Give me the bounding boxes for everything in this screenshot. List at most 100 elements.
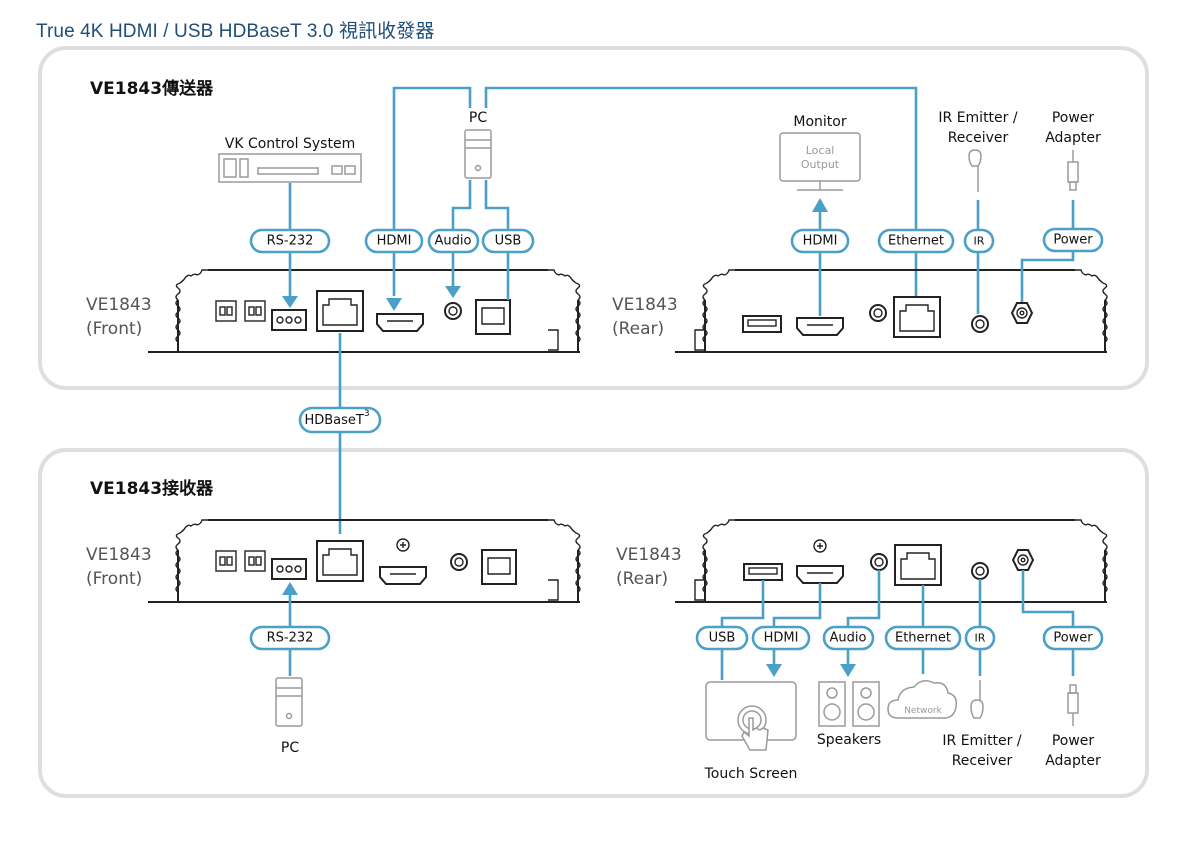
touch-screen-icon — [705, 681, 797, 751]
rx-ir-jack — [971, 562, 989, 580]
rx-power-label-2: Adapter — [1045, 753, 1101, 769]
svg-text:HDBaseT3: HDBaseT3 — [304, 409, 369, 428]
tx-rear-label-model: VE1843 — [612, 295, 678, 315]
dip-switch-1 — [215, 300, 237, 322]
usb-a-port — [742, 315, 782, 333]
tx-ethernet-pill: Ethernet — [877, 228, 955, 254]
screw-icon — [813, 539, 827, 553]
rx-rs232-terminal-port — [271, 558, 307, 580]
tx-hdmi-pill: HDMI — [364, 228, 424, 254]
svg-text:IR: IR — [974, 235, 985, 248]
tx-ir-label-2: Receiver — [948, 130, 1009, 146]
rx-hdmi-port — [379, 566, 427, 585]
tx-front-label-model: VE1843 — [86, 295, 152, 315]
speakers-label: Speakers — [817, 732, 881, 748]
rx-ethernet-port — [894, 544, 942, 586]
rx-dip-switch-1 — [215, 550, 237, 572]
hdmi-out-port — [796, 317, 844, 336]
usb-b-port — [475, 299, 511, 335]
svg-text:USB: USB — [495, 234, 522, 249]
rx-hdmi-out-port — [796, 565, 844, 584]
dip-switch-2 — [244, 300, 266, 322]
ir-jack — [971, 315, 989, 333]
receiver-section-label: VE1843接收器 — [90, 478, 214, 499]
network-cloud-icon — [887, 680, 958, 719]
rx-front-label-model: VE1843 — [86, 545, 152, 565]
rx-audio-jack — [450, 553, 468, 571]
rx-usb-a-port — [743, 563, 783, 581]
tx-power-pill: Power — [1042, 227, 1104, 253]
rx-rs232-pill: RS-232 — [249, 625, 331, 651]
svg-text:Audio: Audio — [830, 631, 867, 646]
rx-ir-label-2: Receiver — [952, 753, 1013, 769]
tx-power-adapter-icon — [1067, 150, 1079, 191]
svg-text:Audio: Audio — [435, 234, 472, 249]
tx-power-label-2: Adapter — [1045, 130, 1101, 146]
rx-power-label-1: Power — [1052, 733, 1095, 749]
hdbaset-port — [316, 290, 364, 332]
rx-pc-label: PC — [281, 740, 299, 756]
svg-text:HDMI: HDMI — [764, 631, 799, 646]
tx-ir-label-1: IR Emitter / — [938, 110, 1017, 126]
rs232-terminal-port — [271, 309, 307, 331]
tx-hdmi-out-pill: HDMI — [790, 228, 850, 254]
hdbaset-link-pill: HDBaseT3 — [298, 406, 382, 434]
hdmi-in-port — [376, 313, 424, 332]
rx-power-adapter-icon — [1067, 684, 1079, 726]
svg-text:HDMI: HDMI — [803, 234, 838, 249]
tx-usb-pill: USB — [481, 228, 535, 254]
monitor-screen-text: Local — [806, 144, 835, 157]
screw-icon — [396, 538, 410, 552]
rx-dip-switch-2 — [244, 550, 266, 572]
monitor-screen-text: Output — [801, 158, 840, 171]
rx-dc-power-jack — [1012, 549, 1034, 571]
svg-text:RS-232: RS-232 — [267, 234, 314, 249]
tx-audio-pill: Audio — [427, 228, 480, 254]
tx-pc-icon — [464, 129, 492, 179]
ethernet-port — [893, 296, 941, 338]
tx-rs232-pill: RS-232 — [249, 228, 331, 254]
svg-text:Power: Power — [1053, 233, 1093, 248]
page-title: True 4K HDMI / USB HDBaseT 3.0 視訊收發器 — [36, 21, 435, 42]
receiver-frame — [38, 448, 1149, 798]
svg-text:HDMI: HDMI — [377, 234, 412, 249]
speakers-icon — [818, 681, 880, 727]
tx-pc-label: PC — [469, 110, 487, 126]
transmitter-frame — [38, 46, 1149, 390]
rx-ir-emitter-icon — [970, 680, 984, 719]
rx-hdmi-pill: HDMI — [751, 625, 811, 651]
rx-ir-pill: IR — [964, 625, 996, 651]
rx-audio-pill: Audio — [822, 625, 875, 651]
svg-text:USB: USB — [709, 631, 736, 646]
svg-text:RS-232: RS-232 — [267, 631, 314, 646]
monitor-label: Monitor — [793, 114, 846, 130]
rx-usb-b-port — [481, 549, 517, 585]
rx-rear-audio-jack — [870, 553, 888, 571]
svg-text:IR: IR — [975, 632, 986, 645]
rear-audio-jack — [869, 304, 887, 322]
dc-power-jack — [1011, 302, 1033, 324]
rx-pc-icon — [275, 677, 303, 727]
svg-text:Ethernet: Ethernet — [895, 631, 951, 646]
vk-control-system-label: VK Control System — [225, 136, 355, 152]
svg-text:Ethernet: Ethernet — [888, 234, 944, 249]
monitor-icon — [779, 132, 861, 191]
tx-rear-label-side: (Rear) — [612, 319, 664, 339]
rx-rear-label-model: VE1843 — [616, 545, 682, 565]
rx-power-pill: Power — [1042, 625, 1104, 651]
tx-power-label-1: Power — [1052, 110, 1095, 126]
rx-hdbaset-port — [316, 540, 364, 582]
touch-screen-label: Touch Screen — [704, 766, 798, 782]
vk-control-system-icon — [218, 153, 362, 183]
rx-front-label-side: (Front) — [86, 569, 142, 589]
tx-ir-pill: IR — [963, 228, 995, 254]
rx-usb-pill: USB — [695, 625, 749, 651]
tx-ir-emitter-icon — [968, 149, 982, 192]
tx-front-label-side: (Front) — [86, 319, 142, 339]
transmitter-section-label: VE1843傳送器 — [90, 78, 214, 99]
rx-rear-label-side: (Rear) — [616, 569, 668, 589]
rx-ethernet-pill: Ethernet — [884, 625, 962, 651]
rx-ir-label-1: IR Emitter / — [942, 733, 1021, 749]
svg-text:Power: Power — [1053, 631, 1093, 646]
